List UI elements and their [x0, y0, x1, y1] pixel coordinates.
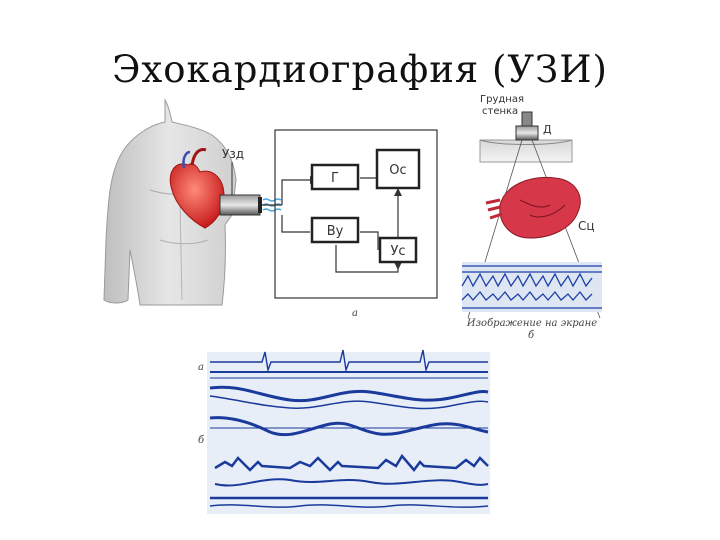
screen-image	[461, 262, 602, 312]
transducer-probe	[219, 194, 262, 216]
diagram-a-caption: а	[352, 308, 358, 319]
chest-wall	[479, 139, 573, 163]
receiver-label: Ву	[327, 224, 344, 239]
screen-caption: Изображение на экране	[466, 318, 597, 329]
echocardiogram-recording	[207, 349, 490, 514]
block-scheme	[262, 129, 438, 299]
chest-wall-label-line1: Грудная	[480, 94, 524, 105]
heart-section	[485, 176, 581, 239]
slide-title: Эхокардиография (УЗИ)	[112, 48, 608, 91]
ultrasound-waves	[262, 198, 282, 212]
trace-a-label: а	[198, 362, 204, 373]
oscilloscope-label: Ос	[389, 163, 406, 178]
diagram-b-caption: б	[528, 330, 535, 341]
torso-illustration	[103, 98, 237, 306]
heart-label: Сц	[578, 219, 595, 233]
probe-d	[515, 111, 539, 141]
generator-block	[310, 163, 360, 191]
trace-b-label: б	[198, 435, 205, 446]
heart-in-chest	[169, 148, 225, 229]
transducer-label: Узд	[222, 147, 244, 161]
amplifier-block	[378, 236, 418, 264]
amplifier-label: Ус	[390, 244, 405, 259]
receiver-block	[310, 216, 360, 244]
probe-d-label: Д	[543, 123, 552, 136]
oscilloscope-block	[375, 148, 421, 190]
chest-wall-label-line2: стенка	[482, 106, 518, 117]
generator-label: Г	[331, 171, 339, 186]
